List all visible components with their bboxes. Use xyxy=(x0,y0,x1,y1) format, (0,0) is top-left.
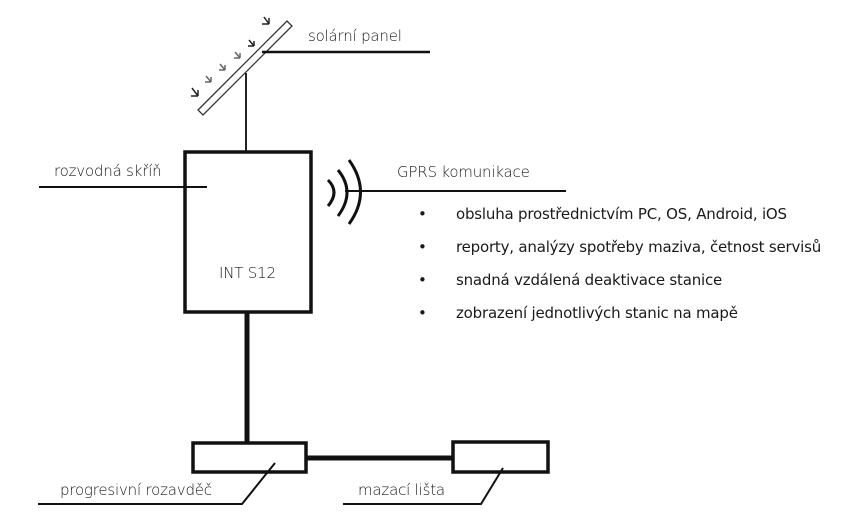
solar-panel xyxy=(197,20,293,116)
feature-item: •obsluha prostřednictvím PC, OS, Android… xyxy=(418,205,787,223)
feature-item: •reporty, analýzy spotřeby maziva, četno… xyxy=(418,238,822,256)
lube-bar-leader-line xyxy=(343,467,504,505)
bullet-icon: • xyxy=(418,304,427,322)
cabinet-label: rozvodná skříň xyxy=(54,162,162,180)
feature-item: •zobrazení jednotlivých stanic na mapě xyxy=(418,304,738,322)
sun-ray-arrows-icon xyxy=(191,16,270,97)
bullet-icon: • xyxy=(418,271,427,289)
distributor-label: progresivní rozavděč xyxy=(60,481,212,499)
cabinet-box xyxy=(183,150,313,314)
lube-bar-label: mazací lišta xyxy=(358,481,445,499)
distributor-box xyxy=(191,441,308,474)
solar-panel-label: solární panel xyxy=(308,27,402,45)
bullet-icon: • xyxy=(418,205,427,223)
feature-item: •snadná vzdálená deaktivace stanice xyxy=(418,271,723,289)
bullet-icon: • xyxy=(418,238,427,256)
unit-label: INT S12 xyxy=(219,264,276,282)
gprs-label: GPRS komunikace xyxy=(397,163,530,181)
distributor-leader-line xyxy=(38,462,276,505)
lube-bar-box xyxy=(451,440,550,474)
